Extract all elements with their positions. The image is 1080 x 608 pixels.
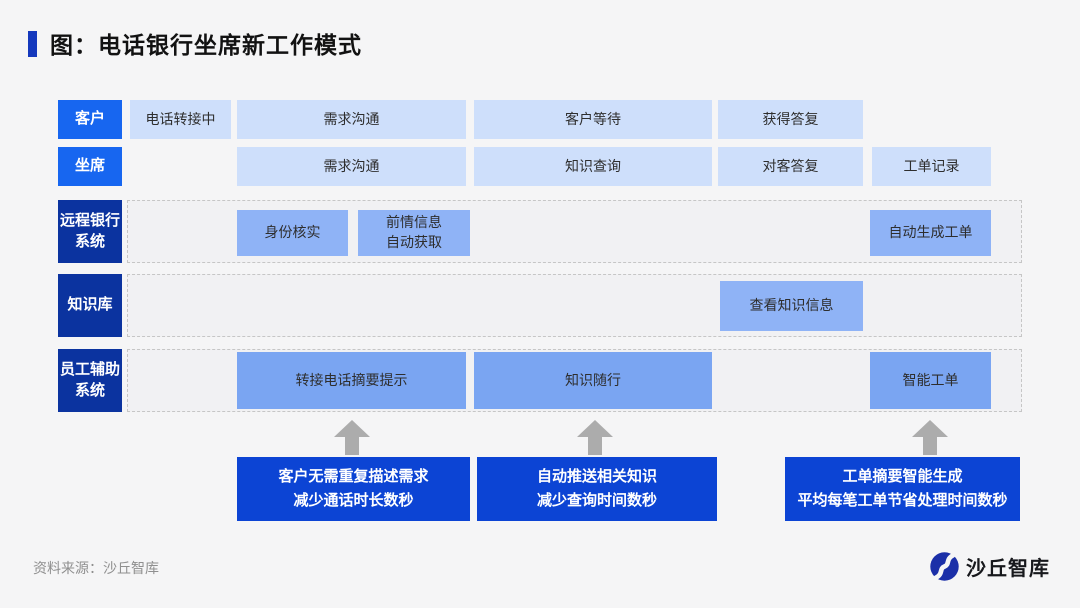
brand-logo-icon xyxy=(930,552,959,581)
lane-label-agent: 坐席 xyxy=(58,147,122,186)
benefit-card-call-duration: 客户无需重复描述需求 减少通话时长数秒 xyxy=(237,457,470,521)
brand-logo-text: 沙丘智库 xyxy=(966,558,1050,580)
benefit-card-ticket-time: 工单摘要智能生成 平均每笔工单节省处理时间数秒 xyxy=(785,457,1020,521)
box-identity-verification: 身份核实 xyxy=(237,210,348,256)
box-transfer-call-summary: 转接电话摘要提示 xyxy=(237,352,466,409)
box-ticket-record: 工单记录 xyxy=(872,147,991,186)
arrow-up-icon xyxy=(577,420,613,455)
box-context-auto-fetch: 前情信息 自动获取 xyxy=(358,210,470,256)
lane-label-knowledge-base: 知识库 xyxy=(58,274,122,337)
lane-label-customer: 客户 xyxy=(58,100,122,139)
arrow-up-icon xyxy=(912,420,948,455)
lane-container-knowledge-base xyxy=(127,274,1022,337)
box-view-knowledge: 查看知识信息 xyxy=(720,281,863,331)
figure-title: 图：电话银行坐席新工作模式 xyxy=(50,32,362,58)
box-knowledge-companion: 知识随行 xyxy=(474,352,712,409)
lane-label-remote-bank-system: 远程银行 系统 xyxy=(58,200,122,263)
brand-logo: 沙丘智库 xyxy=(929,551,1050,582)
box-call-transferring: 电话转接中 xyxy=(130,100,231,139)
lane-label-assist-system: 员工辅助 系统 xyxy=(58,349,122,412)
source-note: 资料来源：沙丘智库 xyxy=(33,560,159,576)
box-auto-generate-ticket: 自动生成工单 xyxy=(870,210,991,256)
box-customer-waiting: 客户等待 xyxy=(474,100,712,139)
arrow-up-icon xyxy=(334,420,370,455)
box-reply-to-customer: 对客答复 xyxy=(718,147,863,186)
box-needs-communication-agent: 需求沟通 xyxy=(237,147,466,186)
box-knowledge-query: 知识查询 xyxy=(474,147,712,186)
box-receive-answer: 获得答复 xyxy=(718,100,863,139)
title-accent-bar xyxy=(28,31,37,57)
box-smart-ticket: 智能工单 xyxy=(870,352,991,409)
benefit-card-query-time: 自动推送相关知识 减少查询时间数秒 xyxy=(477,457,717,521)
box-needs-communication-customer: 需求沟通 xyxy=(237,100,466,139)
